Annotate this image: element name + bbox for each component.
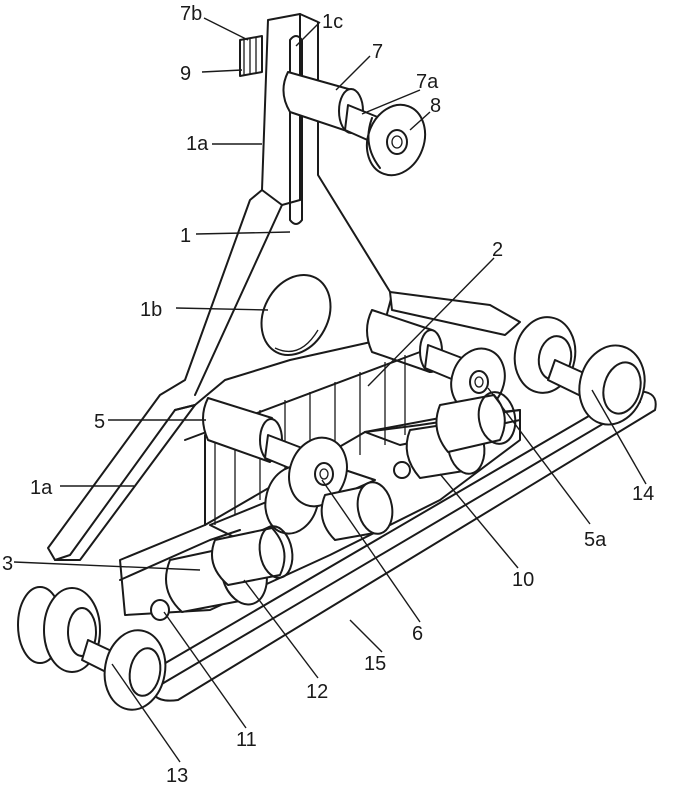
label-1a-left: 1a <box>30 477 53 499</box>
label-1c: 1c <box>322 11 343 33</box>
label-10: 10 <box>512 569 534 591</box>
label-9: 9 <box>180 63 191 85</box>
label-3: 3 <box>2 553 13 575</box>
label-13: 13 <box>166 765 188 787</box>
label-14: 14 <box>632 483 654 505</box>
label-8: 8 <box>430 95 441 117</box>
label-6: 6 <box>412 623 423 645</box>
label-1: 1 <box>180 225 191 247</box>
label-12: 12 <box>306 681 328 703</box>
label-5a: 5a <box>584 529 607 551</box>
label-7: 7 <box>372 41 383 63</box>
label-15: 15 <box>364 653 386 675</box>
label-11: 11 <box>236 729 257 751</box>
label-2: 2 <box>492 239 503 261</box>
label-5: 5 <box>94 411 105 433</box>
label-1a-top: 1a <box>186 133 209 155</box>
roller-10 <box>407 389 520 478</box>
bolt-nut <box>240 36 262 76</box>
right-wheels <box>509 312 653 432</box>
label-1b: 1b <box>140 299 162 321</box>
label-7b: 7b <box>180 3 202 25</box>
label-7a: 7a <box>416 71 439 93</box>
